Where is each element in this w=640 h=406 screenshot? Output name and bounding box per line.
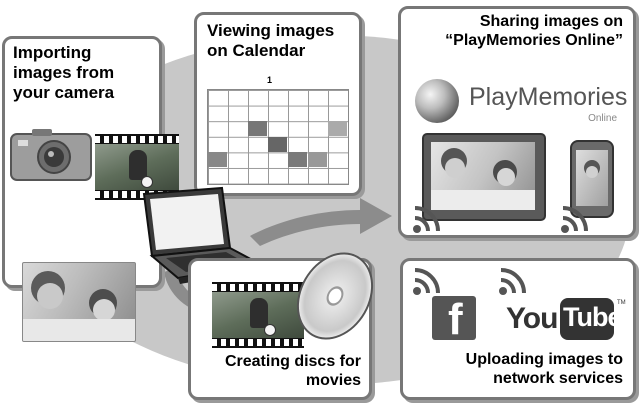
tablet-screen-photo <box>431 142 535 210</box>
sharing-title: Sharing images on “PlayMemories Online” <box>445 13 623 49</box>
discs-title: Creating discs for movies <box>224 353 361 390</box>
children-photo-import <box>22 262 136 342</box>
card-calendar: Viewing images on Calendar 1 <box>194 12 362 196</box>
playmemories-orb-icon <box>415 79 459 123</box>
tablet-icon <box>422 133 546 221</box>
soccer-photo <box>95 144 179 190</box>
facebook-icon: f <box>432 296 476 340</box>
wifi-icon <box>413 268 440 295</box>
film-strip-import <box>95 134 179 200</box>
wifi-icon <box>561 206 588 233</box>
wifi-icon <box>413 206 440 233</box>
camera-icon <box>10 129 92 181</box>
soccer-photo <box>212 292 304 338</box>
youtube-icon: You Tube TM <box>506 298 630 342</box>
playmemories-word: PlayMemories <box>469 83 628 111</box>
smartphone-icon <box>570 140 614 218</box>
calendar-title: Viewing images on Calendar <box>207 21 335 61</box>
youtube-tube-box: Tube <box>560 298 622 340</box>
upload-title: Uploading images to network services <box>465 351 623 388</box>
playmemories-logo: PlayMemories Online <box>415 77 628 127</box>
import-title: Importing images from your camera <box>13 43 115 103</box>
arrow-laptop-to-sharing <box>250 198 392 246</box>
calendar-grid <box>207 89 349 185</box>
wifi-icon <box>499 268 526 295</box>
film-strip-discs <box>212 282 304 348</box>
calendar-month: 1 <box>267 75 273 85</box>
playmemories-sub: Online <box>588 113 617 124</box>
